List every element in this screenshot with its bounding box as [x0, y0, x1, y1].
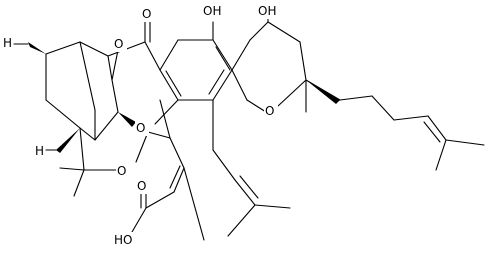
- bond: [227, 204, 256, 237]
- atom-label-ho: HO: [114, 233, 132, 247]
- bond: [145, 191, 175, 209]
- bond-lines: [45, 11, 485, 241]
- atom-label-o: O: [265, 104, 274, 118]
- atom-label-oh: OH: [258, 4, 276, 18]
- bond: [131, 207, 147, 233]
- bond: [208, 69, 225, 95]
- bond: [79, 127, 85, 171]
- bond: [59, 167, 85, 171]
- atom-label-o: O: [136, 121, 145, 135]
- bond: [393, 115, 429, 121]
- bond: [215, 46, 231, 71]
- bond: [165, 70, 182, 97]
- bond: [371, 95, 395, 121]
- bond: [154, 99, 179, 125]
- wedge-bond: [56, 128, 80, 153]
- bond: [79, 41, 96, 111]
- bond: [107, 55, 113, 81]
- atom-label-o: O: [117, 164, 126, 178]
- bond: [159, 99, 171, 139]
- bond: [94, 111, 119, 141]
- atom-label-h: H: [35, 144, 44, 158]
- bond: [159, 69, 179, 101]
- wedge-bond: [28, 42, 46, 54]
- wedge-bond: [118, 112, 136, 127]
- stereo-wedges: [28, 42, 340, 153]
- bond: [231, 39, 251, 71]
- bond: [45, 41, 81, 55]
- bond: [79, 41, 109, 57]
- bond: [267, 21, 301, 43]
- bond: [79, 127, 96, 141]
- bond: [246, 99, 267, 113]
- bond: [231, 69, 248, 101]
- bond: [183, 167, 205, 241]
- bond: [445, 139, 485, 146]
- bond: [212, 149, 236, 181]
- bond: [423, 121, 441, 143]
- atom-label-oh: OH: [203, 4, 221, 18]
- bond: [111, 79, 119, 113]
- bond: [249, 21, 269, 41]
- bond: [212, 69, 233, 101]
- bond: [435, 139, 447, 171]
- bond: [144, 41, 161, 71]
- bond: [254, 204, 291, 209]
- bond: [427, 115, 447, 141]
- atom-label-o: O: [142, 7, 151, 21]
- bond: [173, 167, 185, 193]
- bond: [169, 137, 185, 169]
- bond: [147, 131, 171, 139]
- bond: [111, 49, 119, 81]
- bond: [45, 99, 81, 129]
- wedge-bond: [306, 80, 340, 104]
- bond: [135, 131, 149, 163]
- bond: [73, 169, 85, 197]
- bond: [212, 39, 233, 71]
- bond: [159, 39, 179, 71]
- bond: [239, 175, 259, 199]
- bond: [234, 179, 256, 206]
- atom-labels: OH OH O O O O O O HO H H: [2, 3, 280, 248]
- atom-label-o: O: [137, 179, 146, 193]
- atom-label-h: H: [3, 36, 12, 50]
- atom-label-o: O: [114, 37, 123, 51]
- bond: [169, 165, 181, 189]
- bond: [277, 79, 307, 107]
- bond: [299, 41, 307, 81]
- bond: [339, 95, 373, 101]
